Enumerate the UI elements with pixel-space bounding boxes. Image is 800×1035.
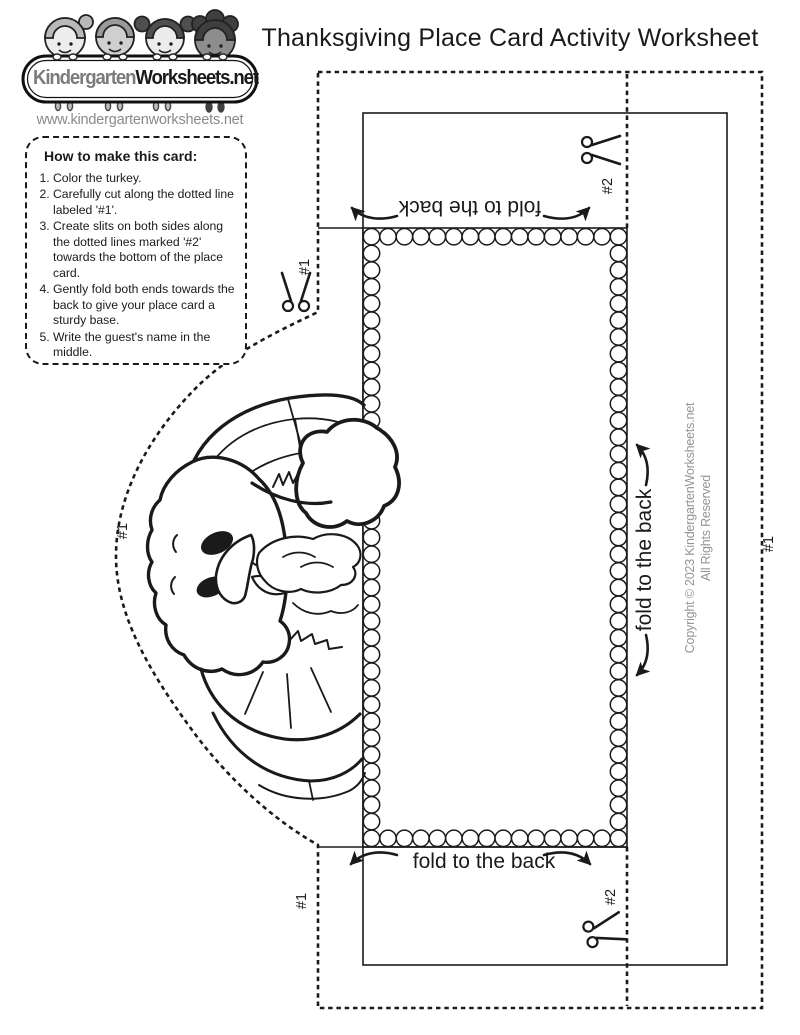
copyright-notice: Copyright © 2023 KindergartenWorksheets.… bbox=[682, 388, 716, 668]
instructions-box: How to make this card: Color the turkey.… bbox=[25, 136, 247, 365]
fold-arrow-right-lower bbox=[635, 633, 651, 677]
logo-wordmark-black: Worksheets.net bbox=[135, 67, 259, 89]
fold-arrow-bottom-left bbox=[349, 850, 399, 866]
instruction-step: Carefully cut along the dotted line labe… bbox=[53, 187, 239, 218]
fold-arrow-top-left bbox=[350, 206, 399, 222]
instruction-step: Create slits on both sides along the dot… bbox=[53, 219, 239, 281]
fold-arrow-right-upper bbox=[635, 443, 651, 487]
scissors-icon-bottom bbox=[580, 911, 628, 951]
copyright-line2: All Rights Reserved bbox=[699, 475, 714, 581]
page-title: Thanksgiving Place Card Activity Workshe… bbox=[261, 24, 759, 52]
logo-hands bbox=[52, 53, 228, 61]
logo-wordmark-gray: Kindergarten bbox=[33, 67, 136, 89]
turkey-illustration bbox=[145, 393, 401, 801]
cut2-label-bottom: #2 bbox=[603, 888, 619, 906]
scissors-icon-top bbox=[580, 134, 622, 166]
cut1-label-bottom-left: #1 bbox=[294, 892, 310, 910]
instruction-step: Write the guest's name in the middle. bbox=[53, 330, 239, 361]
fold-arrows bbox=[349, 206, 651, 866]
fold-arrow-bottom-right bbox=[542, 850, 592, 866]
instructions-heading: How to make this card: bbox=[44, 148, 198, 164]
copyright-line1: Copyright © 2023 KindergartenWorksheets.… bbox=[683, 402, 697, 654]
cut2-label-top: #2 bbox=[600, 177, 616, 195]
instruction-step: Color the turkey. bbox=[53, 171, 239, 186]
logo-banner bbox=[21, 54, 259, 104]
fold-label-bottom: fold to the back bbox=[412, 850, 556, 873]
cut-line-1-outline bbox=[114, 70, 764, 1010]
fold-label-right: fold to the back bbox=[633, 488, 656, 632]
cut1-label-right: #1 bbox=[761, 535, 777, 553]
card-front-outline bbox=[362, 227, 628, 848]
fold-label-top: fold to the back bbox=[398, 196, 542, 219]
logo-kids bbox=[44, 9, 239, 61]
instructions-list: Color the turkey. Carefully cut along th… bbox=[37, 171, 239, 361]
cut1-label-left: #1 bbox=[115, 522, 131, 540]
fold-arrow-top-right bbox=[542, 206, 591, 222]
logo-wordmark: KindergartenWorksheets.net bbox=[33, 64, 259, 92]
kindergartenworksheets-logo bbox=[21, 9, 259, 113]
website-url: www.kindergartenworksheets.net bbox=[36, 112, 244, 128]
instruction-step: Gently fold both ends towards the back t… bbox=[53, 282, 239, 328]
cut1-label-top-left: #1 bbox=[297, 258, 313, 276]
